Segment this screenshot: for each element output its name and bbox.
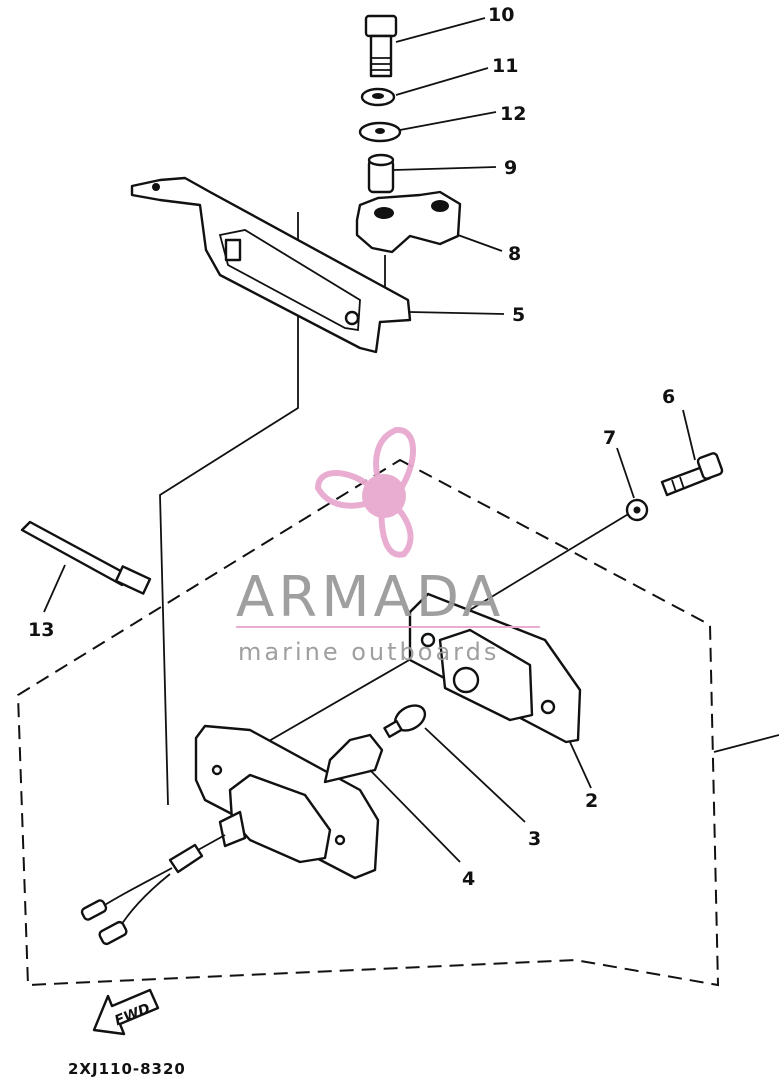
callout-12: 12 (500, 103, 526, 125)
callout-6: 6 (662, 386, 675, 408)
assembly-outline (16, 458, 720, 987)
flat-washer-part-12 (358, 121, 402, 143)
spring-washer-part-11 (360, 87, 396, 107)
callout-11: 11 (492, 55, 518, 77)
outline-exit-line (713, 734, 779, 753)
lamp-housing-part-4 (194, 724, 384, 880)
lamp-axis-line (261, 647, 431, 746)
collar-part-9 (367, 153, 395, 194)
screw-part-6 (660, 452, 724, 497)
watermark-tagline: marine outboards (238, 638, 499, 666)
callout-4: 4 (462, 868, 475, 890)
callout-7: 7 (603, 427, 616, 449)
armada-watermark: ARMADA marine outboards (236, 427, 540, 666)
bolt-part-10 (364, 14, 398, 78)
callout-labels: 10 11 12 9 8 5 6 7 13 2 3 4 (28, 4, 675, 890)
bulb-part-3 (383, 704, 427, 739)
nut-part-7 (625, 498, 649, 522)
propeller-logo-icon (314, 427, 416, 558)
callout-5: 5 (512, 304, 525, 326)
fwd-direction-arrow: FWD (92, 988, 160, 1036)
callout-2: 2 (585, 790, 598, 812)
callout-8: 8 (508, 243, 521, 265)
cable-tie-part-13 (20, 520, 152, 595)
watermark-brand: ARMADA (236, 565, 504, 630)
wiring-harness (80, 810, 247, 946)
callout-leaders (43, 17, 696, 863)
callout-3: 3 (528, 828, 541, 850)
drawing-code: 2XJ110-8320 (68, 1060, 186, 1078)
callout-13: 13 (28, 619, 54, 641)
callout-10: 10 (488, 4, 514, 26)
lens-cover-part-2 (408, 592, 582, 744)
screw-axis-line (444, 509, 636, 626)
bracket-part-5 (130, 176, 412, 354)
lever-part-8 (355, 190, 462, 254)
callout-9: 9 (504, 157, 517, 179)
